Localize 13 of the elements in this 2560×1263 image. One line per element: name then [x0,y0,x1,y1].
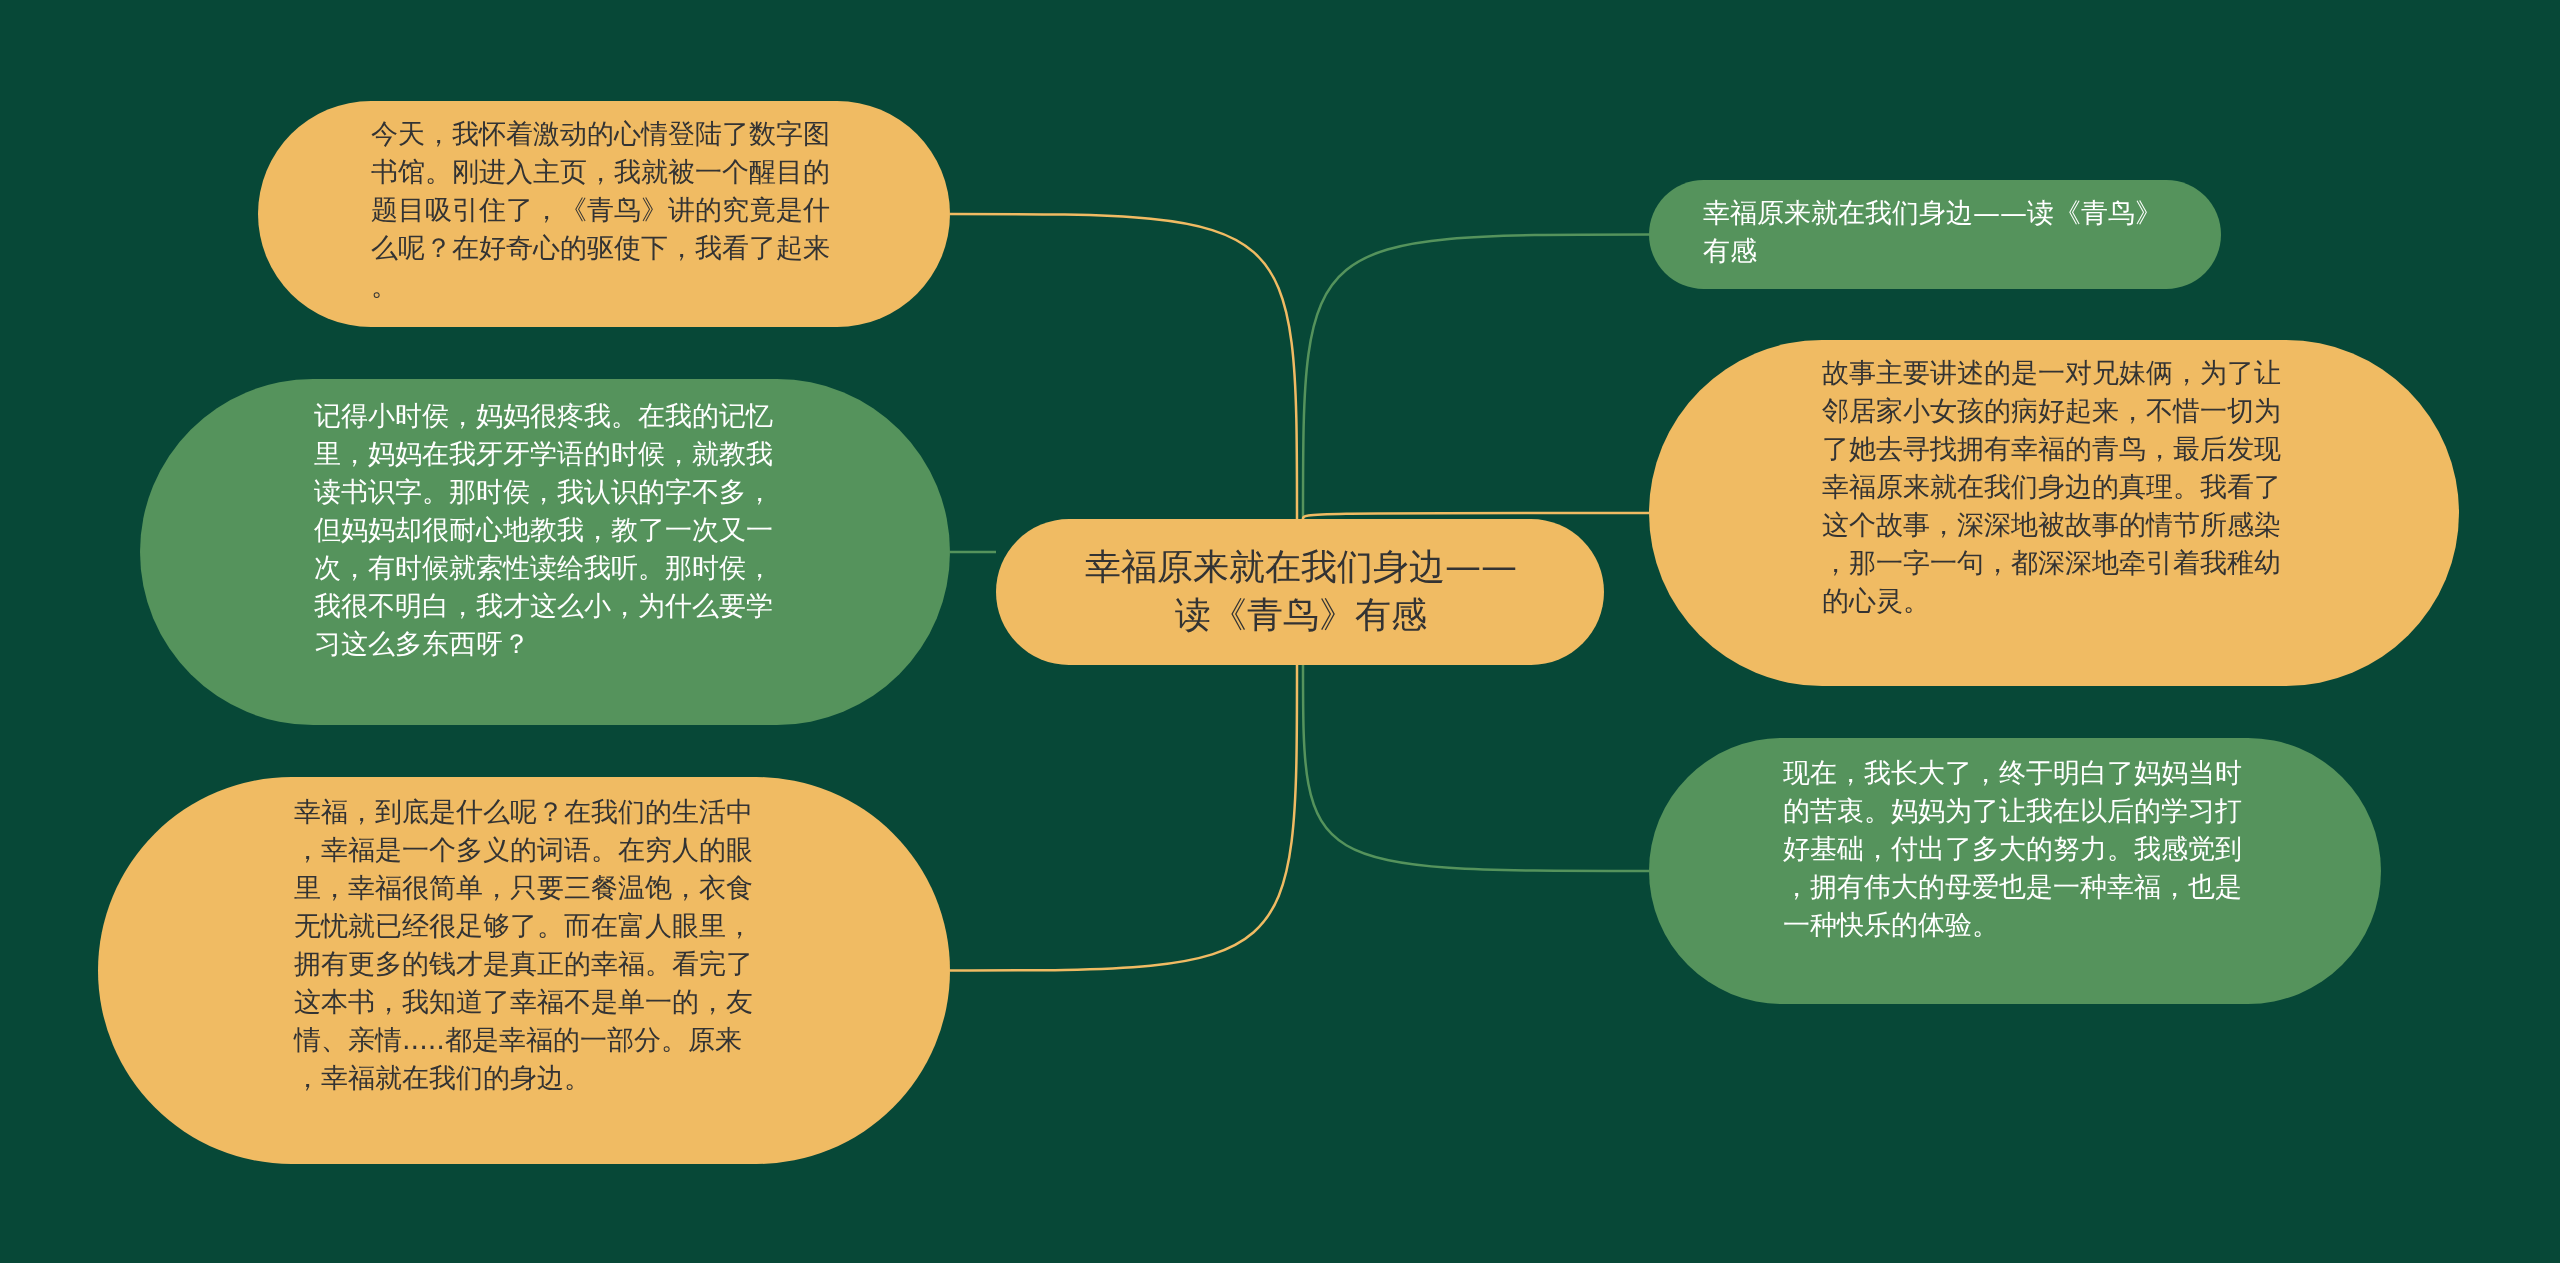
topic-text: 故事主要讲述的是一对兄妹俩，为了让邻居家小女孩的病好起来，不惜一切为了她去寻找拥有幸福的青鸟，最后发现幸福原来就在我们身边的真理。我看了这个故事，深深地被故事的情节所感染，那一字一句，都深深地牵引着我稚幼的心灵。 [1822,356,2282,618]
topic-text: 幸福，到底是什么呢？在我们的生活中，幸福是一个多义的词语。在穷人的眼里，幸福很简单，只要三餐温饱，衣食无忧就已经很足够了。而在富人眼里，拥有更多的钱才是真正的幸福。看完了这本书，我知道了幸福不是单一的，友情、亲情.....都是幸福的一部分。原来，幸福就在我们的身边。 [294,795,754,1095]
topic-text: 记得小时侯，妈妈很疼我。在我的记忆里，妈妈在我牙牙学语的时候，就教我读书识字。那时侯，我认识的字不多，但妈妈却很耐心地教我，教了一次又一次，有时候就索性读给我听。那时侯，我很不明白，我才这么小，为什么要学习这么多东西呀？ [314,399,774,661]
connector-line [1301,665,1649,873]
topic-text: 今天，我怀着激动的心情登陆了数字图书馆。刚进入主页，我就被一个醒目的题目吸引住了，《青鸟》讲的究竟是什么呢？在好奇心的驱使下，我看了起来。 [371,117,831,303]
topic-text: 幸福原来就在我们身边——读《青鸟》有感 [1703,196,2163,268]
topic-text: 现在，我长大了，终于明白了妈妈当时的苦衷。妈妈为了让我在以后的学习打好基础，付出了多大的努力。我感觉到，拥有伟大的母爱也是一种幸福，也是一种快乐的体验。 [1783,756,2243,942]
topic-text: 幸福原来就在我们身边——读《青鸟》有感 [1084,545,1518,637]
connector-line [1301,233,1649,519]
connector-line [950,550,996,554]
connector-line [950,665,1299,972]
connector-line [1302,511,1649,520]
connector-line [950,212,1299,519]
